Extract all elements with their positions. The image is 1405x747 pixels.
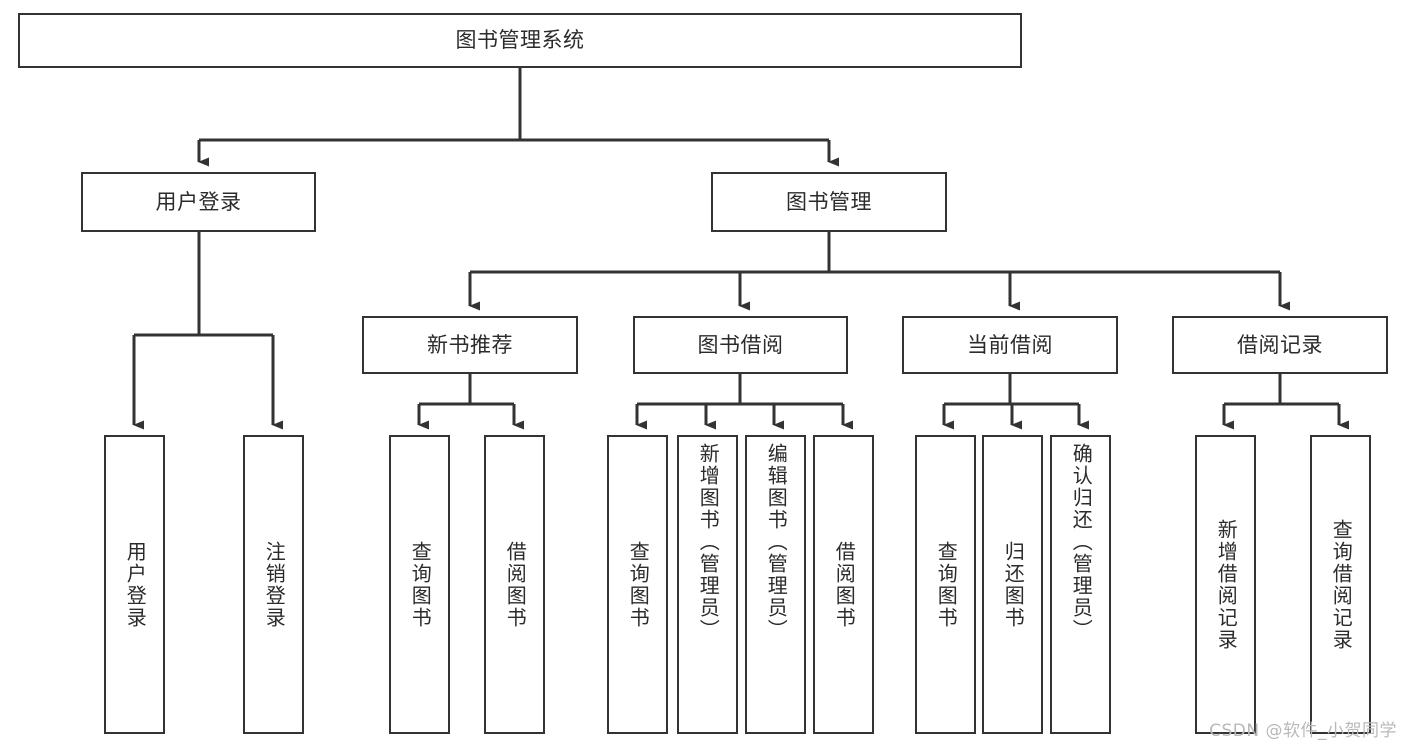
node-label: 编辑图书（管理员） (764, 443, 789, 641)
node-leaf-add-book-admin[interactable]: 新增图书（管理员） (677, 435, 738, 734)
node-label: 图书管理系统 (455, 28, 585, 53)
node-label: 图书管理 (786, 189, 872, 214)
node-borrow-records[interactable]: 借阅记录 (1172, 316, 1388, 374)
node-leaf-borrow-book[interactable]: 借阅图书 (813, 435, 874, 734)
node-label: 新增借阅记录 (1214, 518, 1239, 651)
node-label: 当前借阅 (967, 332, 1053, 357)
node-label: 用户登录 (155, 189, 242, 214)
node-leaf-user-login[interactable]: 用户登录 (104, 435, 165, 734)
node-label: 查询图书 (934, 540, 959, 629)
node-current-borrowing[interactable]: 当前借阅 (902, 316, 1118, 374)
node-leaf-borrow-book-newbook[interactable]: 借阅图书 (484, 435, 545, 734)
node-label: 查询图书 (408, 540, 433, 629)
node-label: 借阅记录 (1237, 332, 1323, 357)
node-user-login[interactable]: 用户登录 (81, 172, 316, 232)
node-leaf-query-book-borrow[interactable]: 查询图书 (607, 435, 668, 734)
node-leaf-edit-book-admin[interactable]: 编辑图书（管理员） (745, 435, 806, 734)
node-label: 查询借阅记录 (1329, 518, 1354, 651)
node-label: 确认归还（管理员） (1069, 443, 1094, 641)
node-label: 查询图书 (626, 540, 651, 629)
node-label: 新增图书（管理员） (696, 443, 721, 641)
node-leaf-query-book-current[interactable]: 查询图书 (915, 435, 976, 734)
node-label: 借阅图书 (503, 540, 528, 629)
node-leaf-query-book-newbook[interactable]: 查询图书 (389, 435, 450, 734)
node-book-management[interactable]: 图书管理 (711, 172, 947, 232)
node-leaf-query-borrow-record[interactable]: 查询借阅记录 (1310, 435, 1371, 734)
node-leaf-logout[interactable]: 注销登录 (243, 435, 304, 734)
node-book-borrowing[interactable]: 图书借阅 (633, 316, 848, 374)
node-root-book-management-system[interactable]: 图书管理系统 (18, 13, 1022, 68)
node-leaf-return-book[interactable]: 归还图书 (982, 435, 1043, 734)
node-new-book-recommendation[interactable]: 新书推荐 (362, 316, 578, 374)
node-leaf-add-borrow-record[interactable]: 新增借阅记录 (1195, 435, 1256, 734)
node-label: 归还图书 (1001, 540, 1026, 629)
node-label: 新书推荐 (427, 332, 513, 357)
node-label: 图书借阅 (697, 332, 784, 357)
node-label: 借阅图书 (832, 540, 857, 629)
node-label: 注销登录 (262, 540, 287, 629)
node-label: 用户登录 (123, 540, 148, 629)
node-leaf-confirm-return-admin[interactable]: 确认归还（管理员） (1050, 435, 1111, 734)
